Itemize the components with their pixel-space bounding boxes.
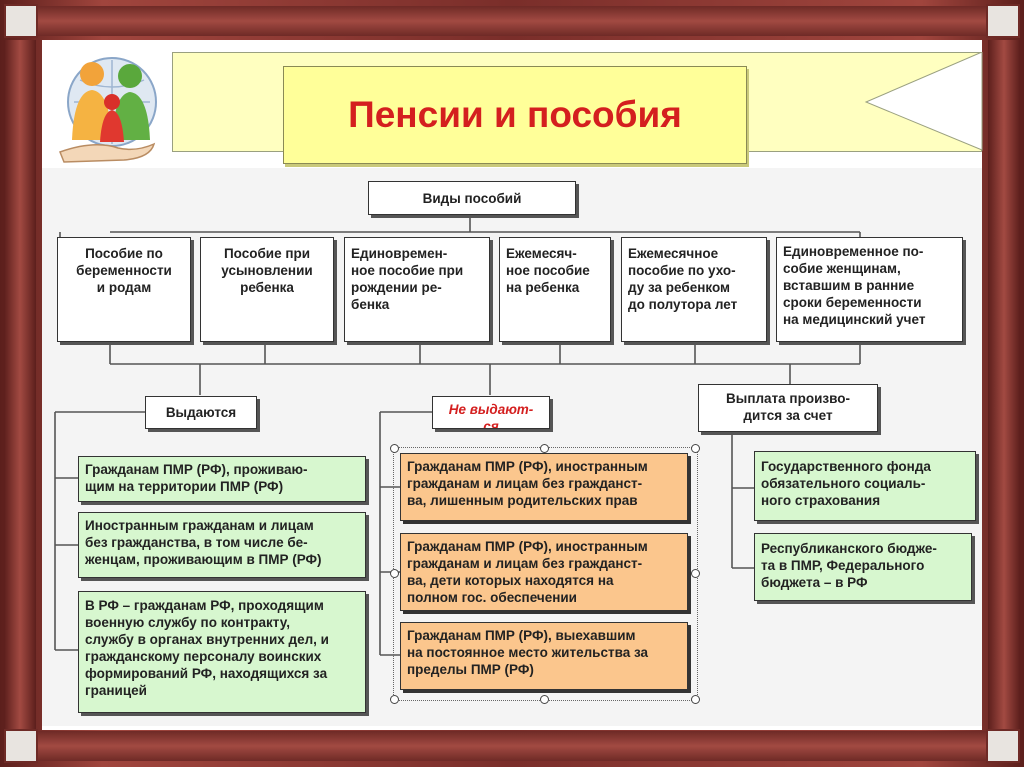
not-issued-item: Гражданам ПМР (РФ), иностранным граждана… — [400, 533, 688, 611]
funding-header-box: Выплата произво- дится за счет — [698, 384, 878, 432]
family-logo-icon — [59, 57, 157, 163]
selection-handle — [691, 695, 700, 704]
not-issued-header: Не выдают- ся — [448, 402, 534, 429]
benefit-type-box: Пособие по беременности и родам — [57, 237, 191, 342]
frame-top-bar — [38, 6, 986, 36]
issued-item-text: В РФ – гражданам РФ, проходящим военную … — [85, 598, 329, 698]
benefit-type-label: Ежемесяч- ное пособие на ребенка — [506, 246, 590, 295]
issued-header: Выдаются — [165, 405, 237, 420]
not-issued-item-text: Гражданам ПМР (РФ), выехавшим на постоян… — [407, 628, 648, 677]
not-issued-header-box: Не выдают- ся — [432, 396, 550, 429]
issued-item: Иностранным гражданам и лицам без гражда… — [78, 512, 366, 578]
issued-item: Гражданам ПМР (РФ), проживаю- щим на тер… — [78, 456, 366, 502]
frame-corner-bottom-right — [986, 729, 1020, 763]
selection-handle — [691, 569, 700, 578]
selection-handle — [390, 444, 399, 453]
selection-handle — [390, 695, 399, 704]
issued-item-text: Гражданам ПМР (РФ), проживаю- щим на тер… — [85, 462, 308, 494]
selection-handle — [540, 444, 549, 453]
frame-corner-top-right — [986, 4, 1020, 38]
benefit-type-box: Пособие при усыновлении ребенка — [200, 237, 334, 342]
benefit-type-label: Единовремен- ное пособие при рождении ре… — [351, 246, 464, 312]
funding-item: Республиканского бюдже- та в ПМР, Федера… — [754, 533, 972, 601]
funding-item: Государственного фонда обязательного соц… — [754, 451, 976, 521]
frame-corner-bottom-left — [4, 729, 38, 763]
funding-item-text: Республиканского бюдже- та в ПМР, Федера… — [761, 541, 937, 590]
benefit-type-label: Ежемесячное пособие по ухо- ду за ребенк… — [628, 246, 738, 312]
issued-item-text: Иностранным гражданам и лицам без гражда… — [85, 518, 322, 567]
frame-corner-top-left — [4, 4, 38, 38]
benefit-type-box: Ежемесячное пособие по ухо- ду за ребенк… — [621, 237, 767, 342]
selection-handle — [691, 444, 700, 453]
benefit-type-label: Пособие при усыновлении ребенка — [221, 246, 313, 295]
not-issued-item-text: Гражданам ПМР (РФ), иностранным граждана… — [407, 459, 648, 508]
types-header: Виды пособий — [422, 191, 522, 206]
not-issued-item: Гражданам ПМР (РФ), выехавшим на постоян… — [400, 622, 688, 690]
frame-left-column — [4, 40, 36, 730]
benefit-type-box: Единовремен- ное пособие при рождении ре… — [344, 237, 490, 342]
issued-item: В РФ – гражданам РФ, проходящим военную … — [78, 591, 366, 713]
benefit-type-box: Ежемесяч- ное пособие на ребенка — [499, 237, 611, 342]
funding-header: Выплата произво- дится за счет — [726, 391, 850, 423]
page-title: Пенсии и пособия — [348, 94, 682, 135]
benefit-type-box: Единовременное по- собие женщинам, встав… — [776, 237, 963, 342]
frame-bottom-bar — [38, 731, 986, 761]
funding-item-text: Государственного фонда обязательного соц… — [761, 459, 931, 508]
selection-handle — [540, 695, 549, 704]
benefit-type-label: Единовременное по- собие женщинам, встав… — [783, 244, 926, 327]
not-issued-item-text: Гражданам ПМР (РФ), иностранным граждана… — [407, 539, 648, 605]
title-banner: Пенсии и пособия — [283, 66, 747, 164]
benefit-type-label: Пособие по беременности и родам — [76, 246, 172, 295]
selection-handle — [390, 569, 399, 578]
frame-right-column — [988, 40, 1020, 730]
issued-header-box: Выдаются — [145, 396, 257, 429]
types-header-box: Виды пособий — [368, 181, 576, 215]
not-issued-item: Гражданам ПМР (РФ), иностранным граждана… — [400, 453, 688, 521]
ribbon-notch — [864, 52, 983, 151]
